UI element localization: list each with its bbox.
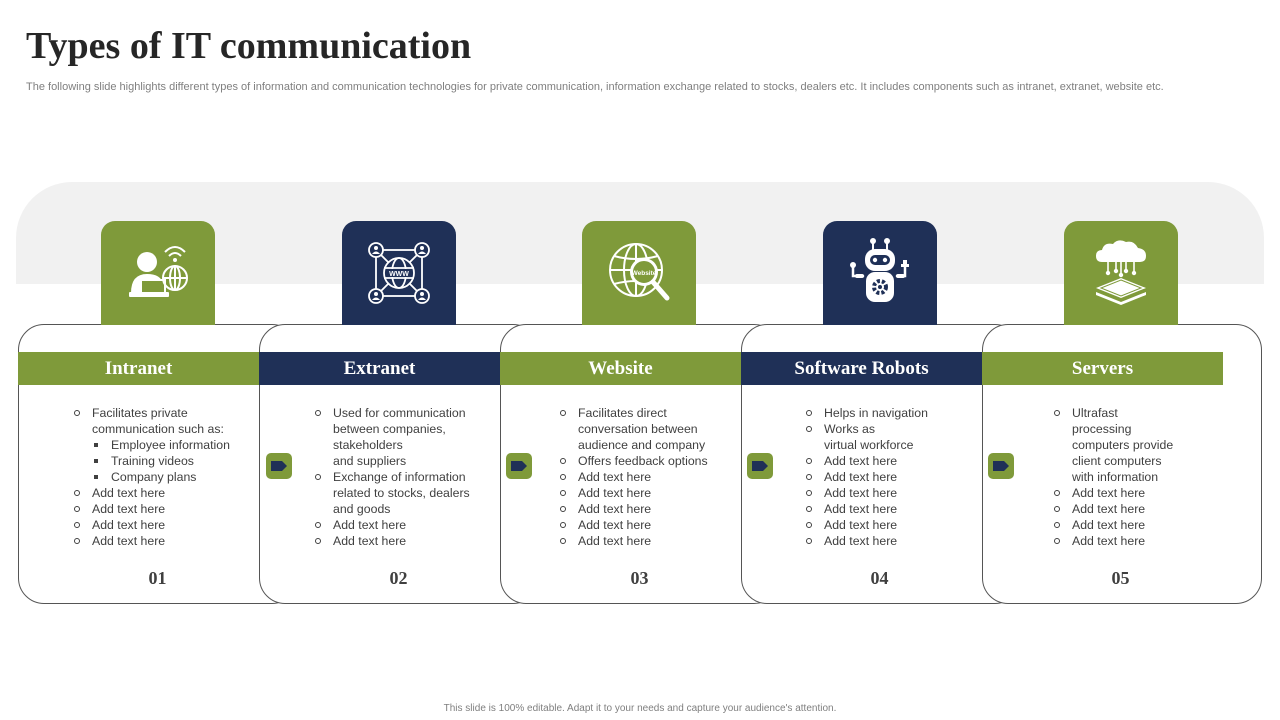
bullet-item: Helps in navigation [806,405,928,421]
tile-servers [1064,221,1178,325]
tile-software-robots [823,221,937,325]
bullet-item: with information [1072,470,1159,484]
slide-title: Types of IT communication [26,25,472,67]
bullet-item: Facilitates direct [560,405,708,421]
bullet-item: Facilitates private [74,405,230,421]
bullet-item: Add text here [1054,517,1173,533]
sub-bullet-item: Employee information [74,437,230,453]
bullet-item: Add text here [1054,533,1173,549]
bullet-item: Exchange of information [315,469,470,485]
bullet-item: Add text here [1054,501,1173,517]
bullet-item: Add text here [806,485,928,501]
bullet-item: client computers [1072,454,1162,468]
bullet-item: conversation between [578,422,698,436]
sub-bullet-item: Company plans [74,469,230,485]
connector-tag-icon [988,453,1014,479]
bullet-item: computers provide [1072,438,1174,452]
cloud-server-icon [1096,240,1146,305]
bullet-item: processing [1072,422,1132,436]
svg-text:WWW: WWW [389,271,409,278]
bullet-item: between companies, [333,422,446,436]
slide-subtitle: The following slide highlights different… [26,81,1164,93]
card-number-extranet: 02 [389,568,408,588]
bullet-item: communication such as: [92,422,224,436]
tile-intranet [101,221,215,325]
bullet-item: Offers feedback options [560,453,708,469]
bullet-item: Add text here [560,533,708,549]
bullet-item: Add text here [806,517,928,533]
bullet-list-intranet: Facilitates private communication such a… [74,405,230,549]
bullet-item: Add text here [74,501,230,517]
bullet-item: virtual workforce [824,438,914,452]
bullet-item: Add text here [806,453,928,469]
card-number-website: 03 [630,568,649,588]
sub-bullet-item: Training videos [74,453,230,469]
bullet-item: Add text here [74,485,230,501]
bullet-list-website: Facilitates direct conversation between … [560,405,708,549]
tile-website: Website [582,221,696,325]
bullet-item: Works as [806,421,928,437]
bullet-item: Add text here [1054,485,1173,501]
bullet-item: Add text here [315,533,470,549]
tile-extranet: WWW [342,221,456,325]
card-header-servers: Servers [982,352,1223,385]
bullet-list-software-robots: Helps in navigation Works as virtual wor… [806,405,928,549]
bullet-item: and suppliers [333,454,407,468]
connector-tag-icon [747,453,773,479]
bullet-item: Used for communication [315,405,470,421]
card-number-intranet: 01 [148,568,167,588]
card-header-extranet: Extranet [259,352,500,385]
connector-tag-icon [506,453,532,479]
card-header-website: Website [500,352,741,385]
website-search-icon: Website [609,243,670,301]
bullet-item: Add text here [560,501,708,517]
bullet-item: Add text here [560,517,708,533]
bullet-item: Add text here [560,469,708,485]
bullet-list-servers: Ultrafast processing computers provide c… [1054,405,1173,549]
bullet-item: and goods [333,502,391,516]
bullet-item: Add text here [560,485,708,501]
bullet-item: Ultrafast [1054,405,1173,421]
bullet-item: Add text here [806,501,928,517]
card-header-software-robots: Software Robots [741,352,982,385]
connector-tag-icon [266,453,292,479]
bullet-item: Add text here [806,533,928,549]
bullet-item: Add text here [74,533,230,549]
person-laptop-globe-icon [129,246,188,297]
website-icon-label: Website [632,270,657,277]
bullet-item: related to stocks, dealers [333,486,470,500]
bullet-item: Add text here [315,517,470,533]
bullet-item: stakeholders [333,438,403,452]
slide-footer: This slide is 100% editable. Adapt it to… [443,703,837,714]
bullet-item: audience and company [578,438,706,452]
network-globe-icon: WWW [368,242,430,304]
card-number-servers: 05 [1111,568,1130,588]
bullet-list-extranet: Used for communication between companies… [315,405,470,549]
card-header-intranet: Intranet [18,352,259,385]
bullet-item: Add text here [806,469,928,485]
bullet-item: Add text here [74,517,230,533]
robot-icon [850,238,909,302]
card-number-software-robots: 04 [870,568,889,588]
